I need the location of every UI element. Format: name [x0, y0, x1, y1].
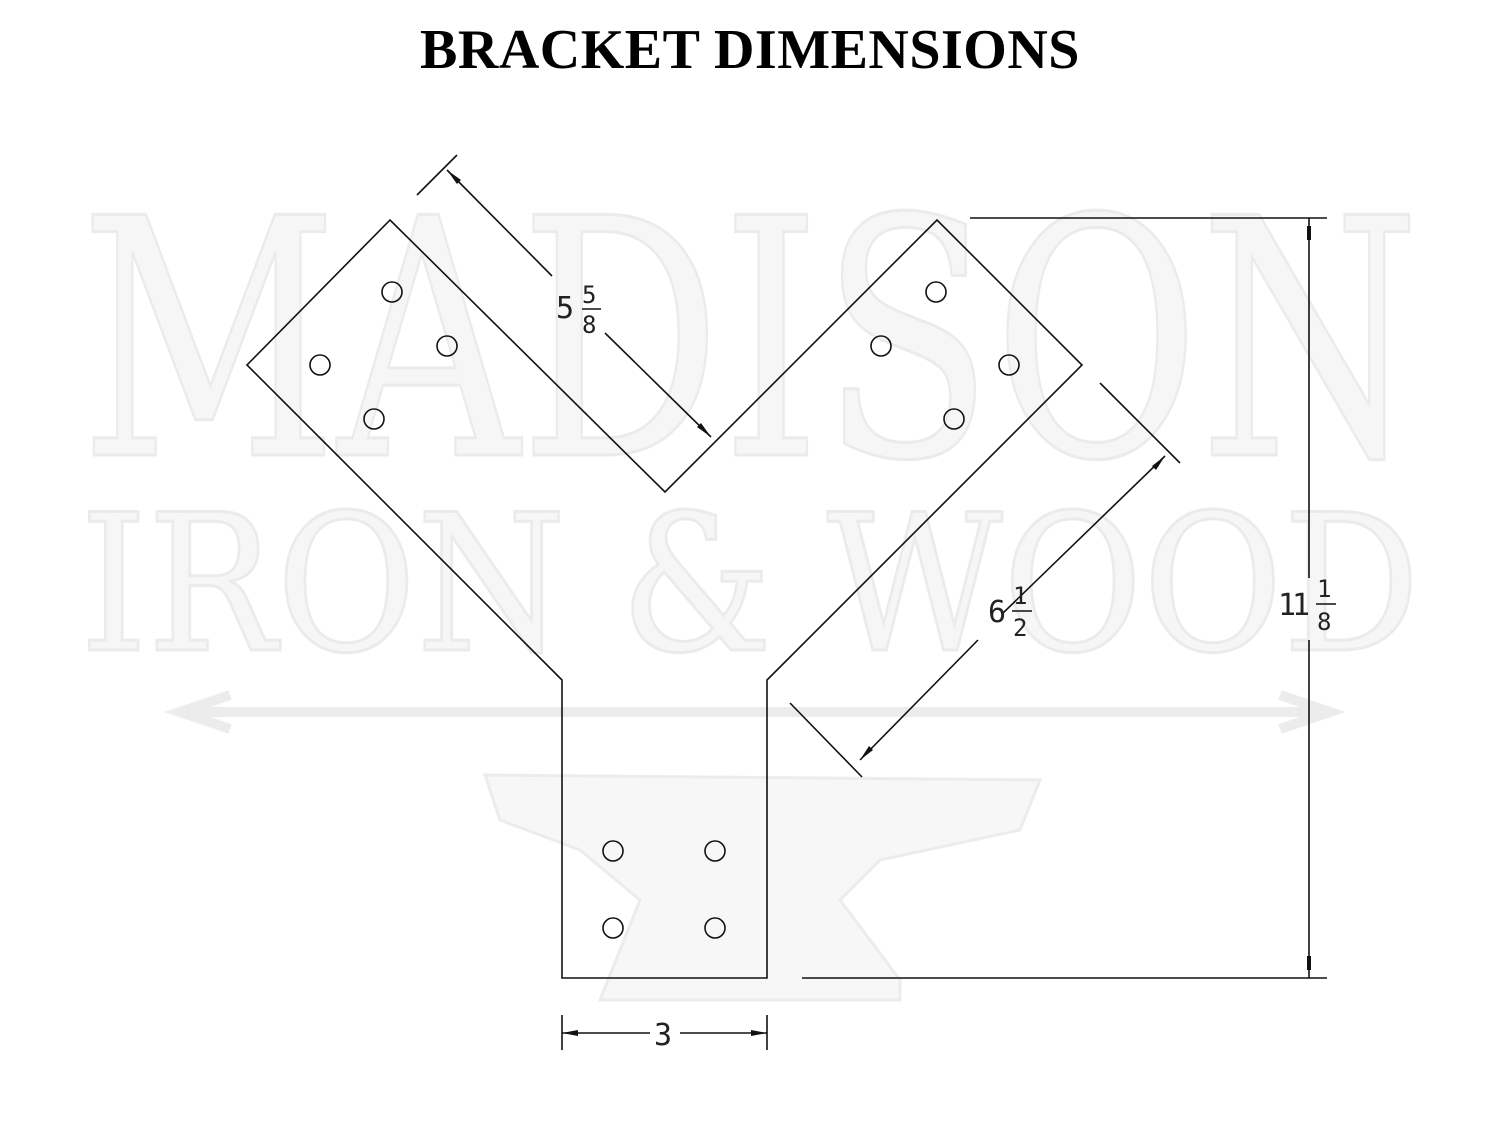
bolt-hole [870, 335, 892, 357]
bracket-outline [245, 218, 1084, 979]
bolt-hole [436, 335, 458, 357]
watermark-line2: IRON & WOOD [80, 474, 1420, 695]
arm-length-den: 2 [1013, 614, 1027, 642]
page-title: BRACKET DIMENSIONS [420, 19, 1080, 81]
watermark-anvil [482, 773, 1043, 1002]
bolt-hole [925, 281, 947, 303]
bolt-hole [363, 408, 385, 430]
arm-width-whole: 5 [556, 291, 574, 326]
bolt-hole [602, 917, 624, 939]
bolt-hole [381, 281, 403, 303]
dimension-arm-length: 6 1 2 [789, 382, 1181, 778]
bolt-holes [309, 281, 1020, 939]
dimension-arm-width: 5 5 8 [416, 154, 712, 438]
arm-length-whole: 6 [988, 595, 1006, 630]
bolt-hole [998, 354, 1020, 376]
stem-width-value: 3 [654, 1018, 672, 1053]
bolt-hole [309, 354, 331, 376]
total-height-num: 1 [1317, 575, 1331, 603]
bolt-hole [704, 840, 726, 862]
bolt-hole [704, 917, 726, 939]
watermark-arrow [164, 690, 1346, 734]
arm-width-num: 5 [582, 281, 596, 309]
dimension-stem-width: 3 [561, 1015, 768, 1053]
bolt-hole [943, 408, 965, 430]
watermark: MADISON IRON & WOOD [79, 148, 1422, 1002]
bolt-hole [602, 840, 624, 862]
total-height-whole: 11 [1278, 588, 1309, 623]
total-height-den: 8 [1317, 608, 1331, 636]
arm-length-num: 1 [1013, 582, 1027, 610]
arm-width-den: 8 [582, 311, 596, 339]
watermark-line1: MADISON [80, 149, 1420, 533]
